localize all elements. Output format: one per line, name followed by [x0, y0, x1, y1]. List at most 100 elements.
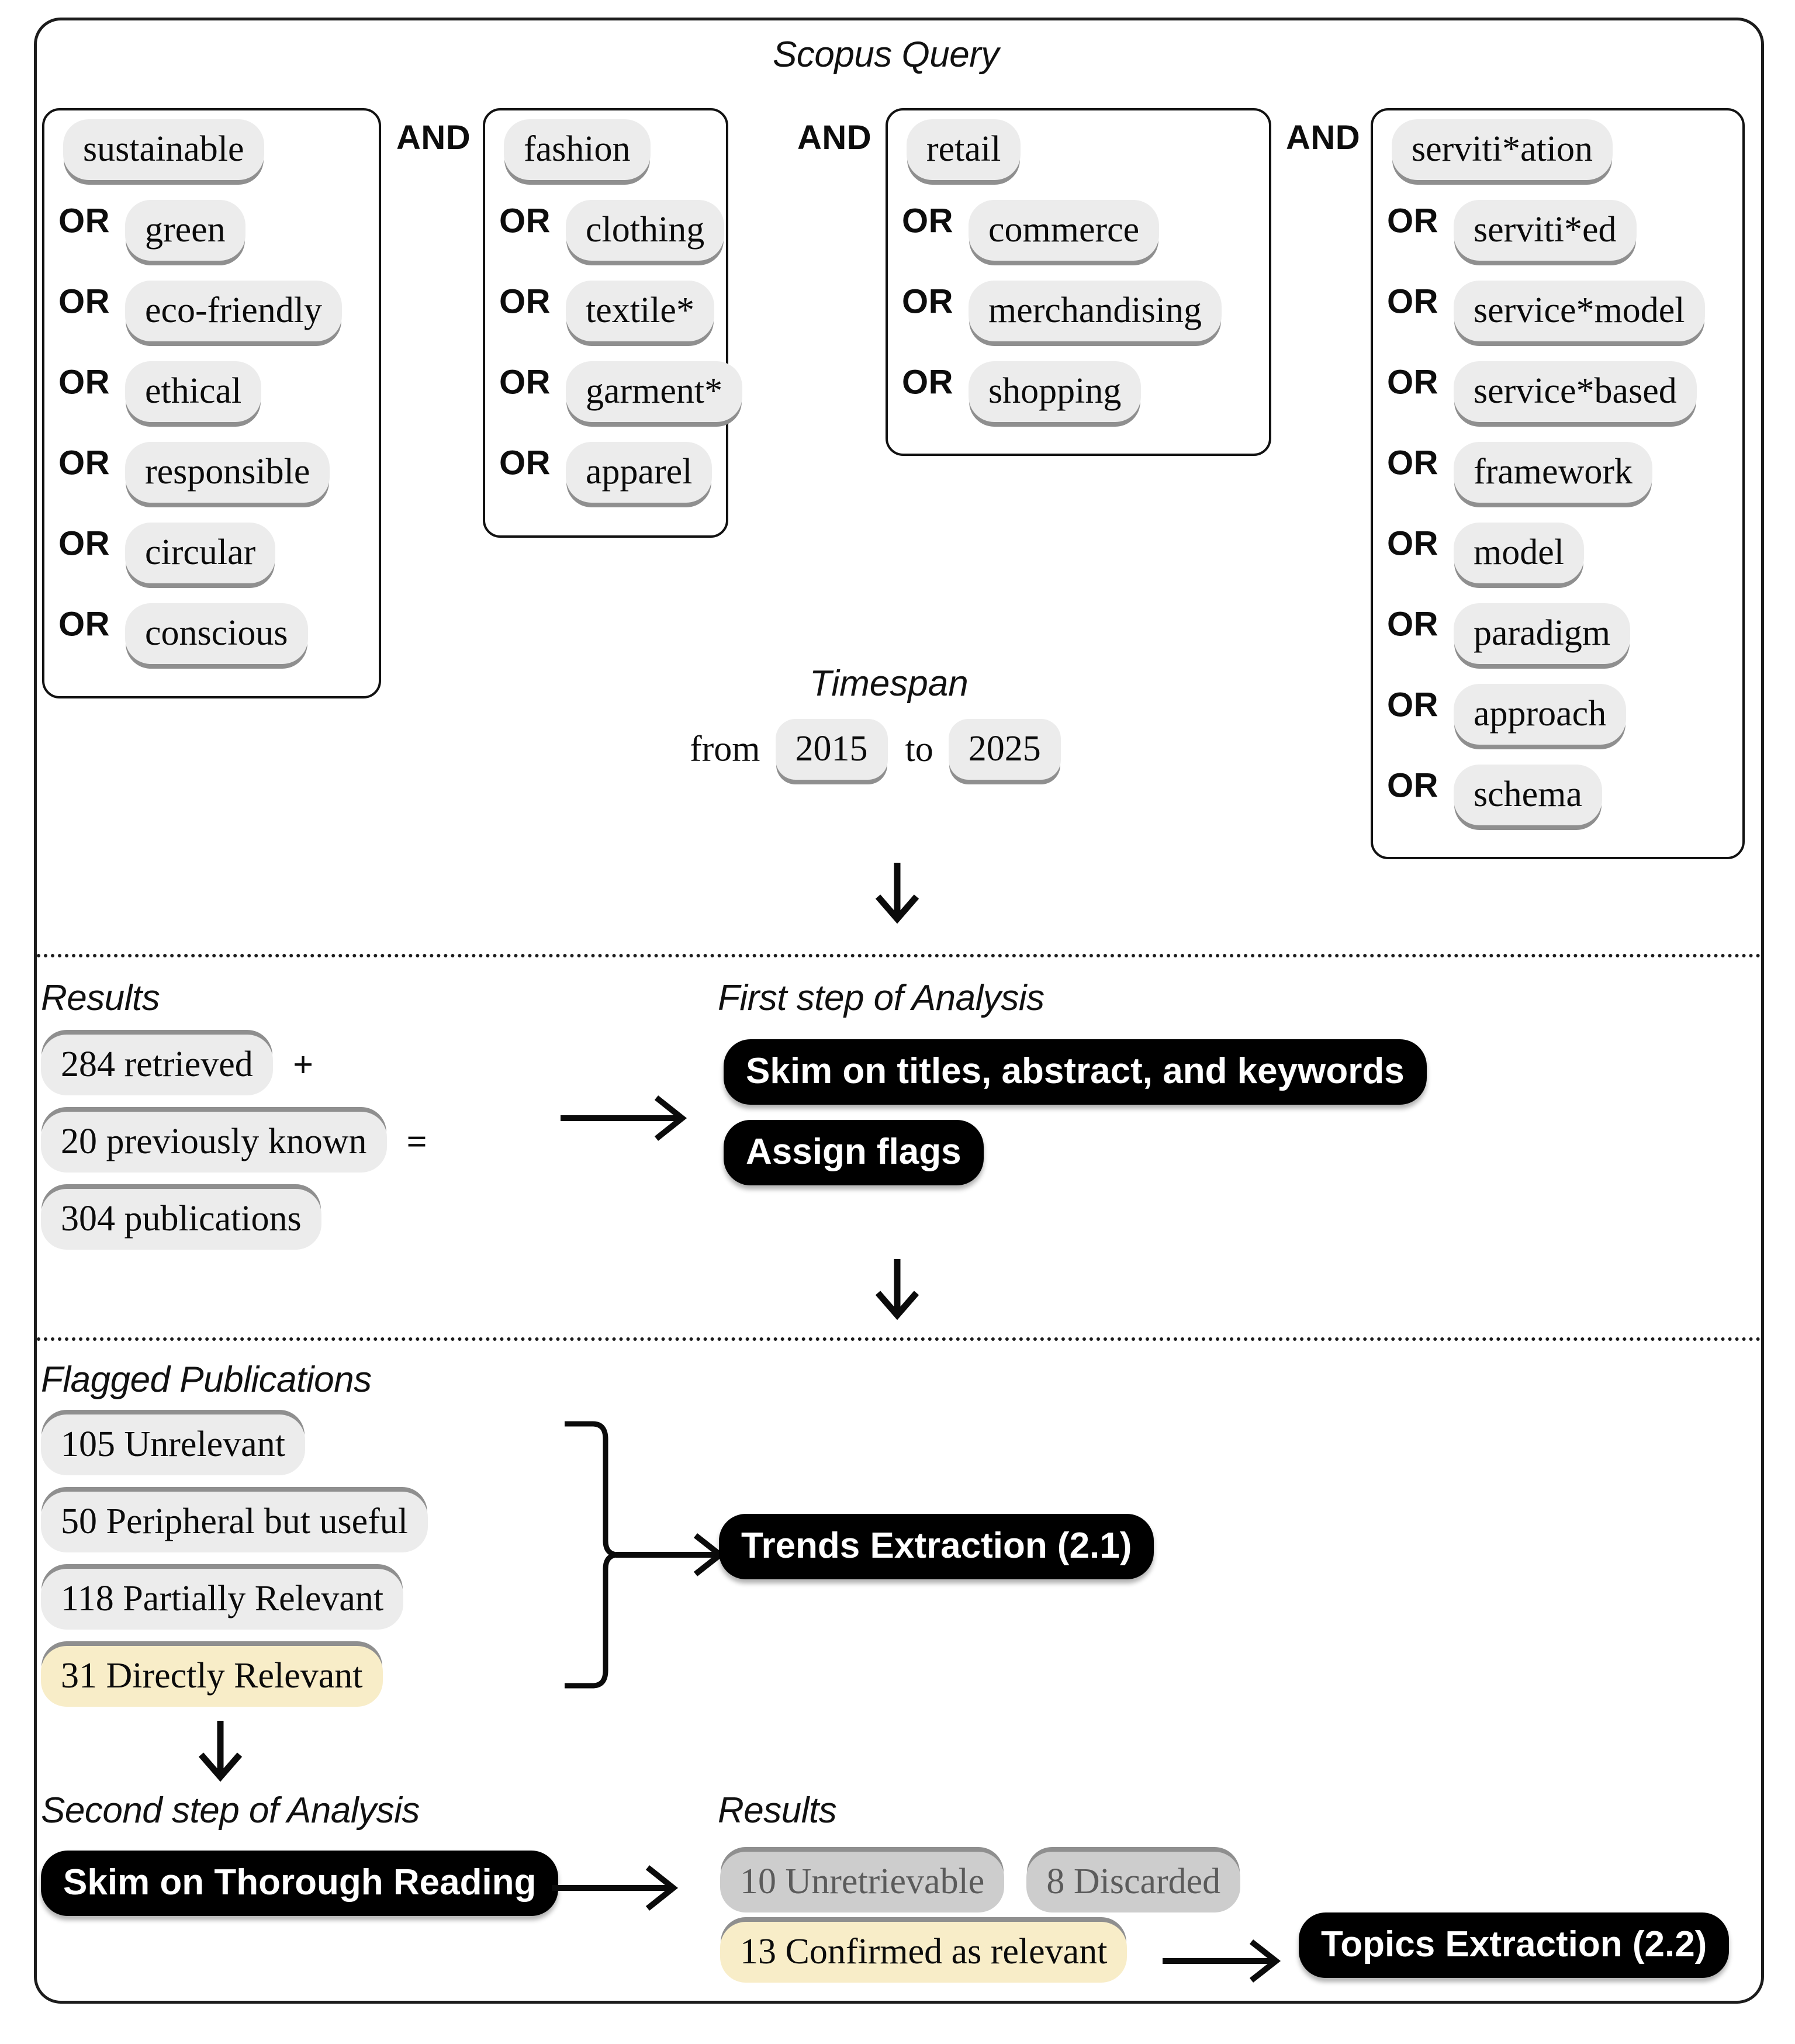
- trends-extraction-button[interactable]: Trends Extraction (2.1): [719, 1514, 1154, 1579]
- flow-arrow-down-1: [875, 863, 919, 924]
- or-operator: OR: [1387, 766, 1438, 805]
- query-term-fashion[interactable]: fashion: [504, 119, 651, 180]
- and-operator-2: AND: [797, 119, 872, 157]
- flow-arrow-right-2: [616, 1533, 725, 1576]
- equals-operator: =: [406, 1122, 427, 1162]
- query-term-model[interactable]: model: [1454, 523, 1584, 583]
- and-operator-3: AND: [1286, 119, 1361, 157]
- plus-operator: +: [292, 1045, 314, 1085]
- query-term-shopping[interactable]: shopping: [969, 361, 1142, 422]
- query-term-circular[interactable]: circular: [125, 523, 276, 583]
- query-term-paradigm[interactable]: paradigm: [1454, 603, 1631, 664]
- query-term-schema[interactable]: schema: [1454, 765, 1602, 825]
- results-previously-known[interactable]: 20 previously known: [41, 1112, 387, 1173]
- or-operator: OR: [58, 202, 110, 240]
- figure-outer-frame: [34, 18, 1764, 2004]
- timespan-to-label: to: [905, 729, 933, 769]
- query-row-ethical: OR ethical: [58, 361, 262, 422]
- query-row-service-based: OR service*based: [1387, 361, 1697, 422]
- results-unretrievable[interactable]: 10 Unretrievable: [720, 1852, 1005, 1912]
- or-operator: OR: [58, 605, 110, 644]
- timespan-from-value[interactable]: 2015: [775, 719, 888, 780]
- first-step-skim-row: Skim on titles, abstract, and keywords: [724, 1039, 1427, 1105]
- first-step-flags-row: Assign flags: [724, 1120, 984, 1185]
- query-term-clothing[interactable]: clothing: [566, 200, 725, 261]
- results-second-row-1: 10 Unretrievable 8 Discarded: [720, 1852, 1241, 1912]
- trends-extraction-row: Trends Extraction (2.1): [719, 1514, 1154, 1579]
- flow-arrow-down-2: [875, 1259, 919, 1320]
- query-row-eco-friendly: OR eco-friendly: [58, 281, 342, 341]
- query-group-1-box: [42, 108, 381, 698]
- query-row-merchandising: OR merchandising: [902, 281, 1222, 341]
- query-term-textile[interactable]: textile*: [566, 281, 714, 341]
- query-term-ethical[interactable]: ethical: [125, 361, 262, 422]
- timespan-from-label: from: [690, 729, 760, 769]
- query-term-conscious[interactable]: conscious: [125, 603, 308, 664]
- flagged-row-1: 50 Peripheral but useful: [41, 1492, 428, 1552]
- flow-arrow-down-3: [198, 1721, 243, 1782]
- or-operator: OR: [1387, 444, 1438, 482]
- query-term-sustainable[interactable]: sustainable: [63, 119, 264, 180]
- query-term-green[interactable]: green: [125, 200, 245, 261]
- assign-flags-button[interactable]: Assign flags: [724, 1120, 984, 1185]
- or-operator: OR: [1387, 605, 1438, 644]
- query-term-service-model[interactable]: service*model: [1454, 281, 1705, 341]
- query-row-paradigm: OR paradigm: [1387, 603, 1631, 664]
- or-operator: OR: [499, 444, 551, 482]
- or-operator: OR: [499, 282, 551, 321]
- flagged-row-0: 105 Unrelevant: [41, 1414, 305, 1475]
- timespan-to-value[interactable]: 2025: [948, 719, 1061, 780]
- section-divider-2: [37, 1337, 1761, 1341]
- query-row-framework: OR framework: [1387, 442, 1652, 503]
- query-term-merchandising[interactable]: merchandising: [969, 281, 1222, 341]
- results-confirmed-relevant[interactable]: 13 Confirmed as relevant: [720, 1922, 1128, 1983]
- query-row-schema: OR schema: [1387, 765, 1602, 825]
- query-row-green: OR green: [58, 200, 245, 261]
- flagged-row-3: 31 Directly Relevant: [41, 1646, 383, 1707]
- query-row-approach: OR approach: [1387, 684, 1627, 745]
- query-term-service-based[interactable]: service*based: [1454, 361, 1697, 422]
- query-term-retail[interactable]: retail: [907, 119, 1021, 180]
- or-operator: OR: [1387, 686, 1438, 724]
- topics-extraction-button[interactable]: Topics Extraction (2.2): [1299, 1912, 1730, 1978]
- timespan-title: Timespan: [810, 663, 969, 704]
- skim-thorough-reading-button[interactable]: Skim on Thorough Reading: [41, 1851, 559, 1916]
- flagged-unrelevant[interactable]: 105 Unrelevant: [41, 1414, 305, 1475]
- or-operator: OR: [58, 363, 110, 402]
- query-term-commerce[interactable]: commerce: [969, 200, 1160, 261]
- query-row-garment: OR garment*: [499, 361, 743, 422]
- flagged-peripheral[interactable]: 50 Peripheral but useful: [41, 1492, 428, 1552]
- query-row-apparel: OR apparel: [499, 442, 713, 503]
- or-operator: OR: [499, 202, 551, 240]
- query-term-responsible[interactable]: responsible: [125, 442, 330, 503]
- or-operator: OR: [58, 524, 110, 563]
- query-term-garment[interactable]: garment*: [566, 361, 743, 422]
- page-title: Scopus Query: [773, 34, 999, 75]
- query-term-framework[interactable]: framework: [1454, 442, 1652, 503]
- query-term-approach[interactable]: approach: [1454, 684, 1627, 745]
- query-row-service-model: OR service*model: [1387, 281, 1705, 341]
- results-total[interactable]: 304 publications: [41, 1189, 321, 1250]
- flagged-partially-relevant[interactable]: 118 Partially Relevant: [41, 1569, 404, 1630]
- flagged-directly-relevant[interactable]: 31 Directly Relevant: [41, 1646, 383, 1707]
- results-retrieved[interactable]: 284 retrieved: [41, 1035, 273, 1095]
- query-group-4-box: [1371, 108, 1745, 859]
- query-row-conscious: OR conscious: [58, 603, 308, 664]
- query-term-apparel[interactable]: apparel: [566, 442, 713, 503]
- results-discarded[interactable]: 8 Discarded: [1026, 1852, 1241, 1912]
- query-term-servitized[interactable]: serviti*ed: [1454, 200, 1637, 261]
- and-operator-1: AND: [396, 119, 471, 157]
- results-total-row: 304 publications: [41, 1189, 321, 1250]
- results-second-row-2: 13 Confirmed as relevant: [720, 1922, 1128, 1983]
- query-term-servitization[interactable]: serviti*ation: [1392, 119, 1613, 180]
- query-row-textile: OR textile*: [499, 281, 714, 341]
- first-step-title: First step of Analysis: [718, 978, 1045, 1018]
- timespan-row: from 2015 to 2025: [690, 719, 1061, 780]
- or-operator: OR: [1387, 202, 1438, 240]
- results-second-title: Results: [718, 1790, 837, 1831]
- or-operator: OR: [58, 282, 110, 321]
- query-term-eco-friendly[interactable]: eco-friendly: [125, 281, 342, 341]
- skim-titles-button[interactable]: Skim on titles, abstract, and keywords: [724, 1039, 1427, 1105]
- query-group-2-box: [483, 108, 728, 538]
- topics-extraction-row: Topics Extraction (2.2): [1299, 1912, 1730, 1978]
